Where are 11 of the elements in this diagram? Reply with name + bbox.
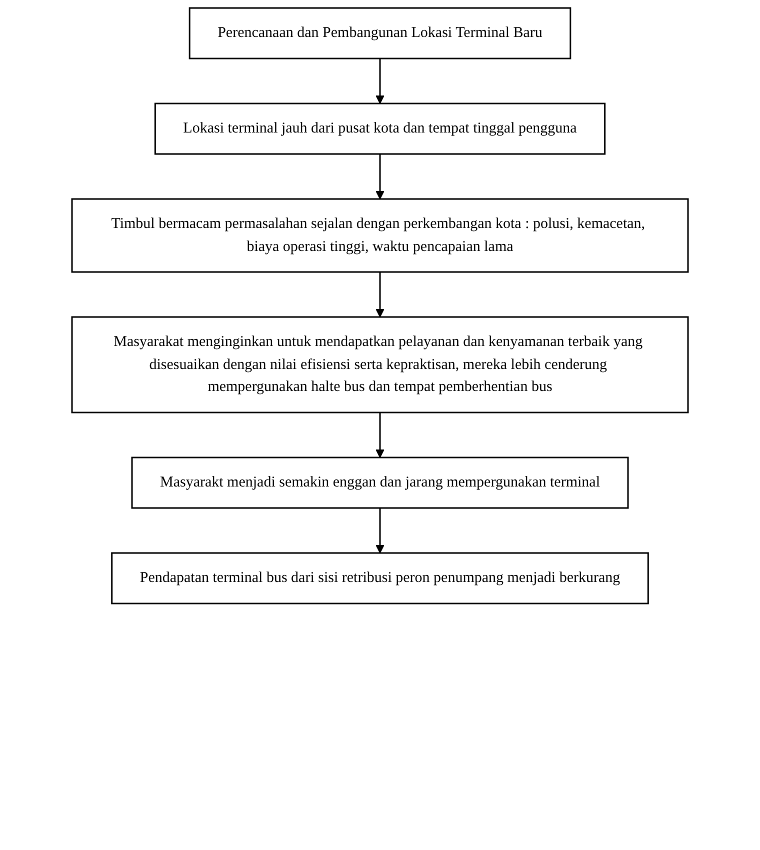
arrow [376, 58, 384, 104]
arrow [376, 508, 384, 554]
arrow [376, 412, 384, 458]
arrow [376, 154, 384, 200]
node-box: Masyarakat menginginkan untuk mendapatkan pelayanan dan kenyamanan terbaik yang disesuaikan dengan nilai efisiensi serta kepraktisan, mereka lebih cenderung mempergunakan halte bus dan tempat pemberhentian bus [71, 316, 689, 414]
node-box: Timbul bermacam permasalahan sejalan dengan perkembangan kota : polusi, kemacetan, biaya operasi tinggi, waktu pencapaian lama [71, 198, 689, 273]
node-box: Lokasi terminal jauh dari pusat kota dan tempat tinggal pengguna [154, 102, 606, 155]
arrow [376, 272, 384, 318]
node-box: Pendapatan terminal bus dari sisi retribusi peron penumpang menjadi berkurang [111, 552, 649, 604]
node-box: Perencanaan dan Pembangunan Lokasi Terminal Baru [188, 7, 572, 60]
node-box: Masyarakt menjadi semakin enggan dan jarang mempergunakan terminal [131, 456, 629, 509]
